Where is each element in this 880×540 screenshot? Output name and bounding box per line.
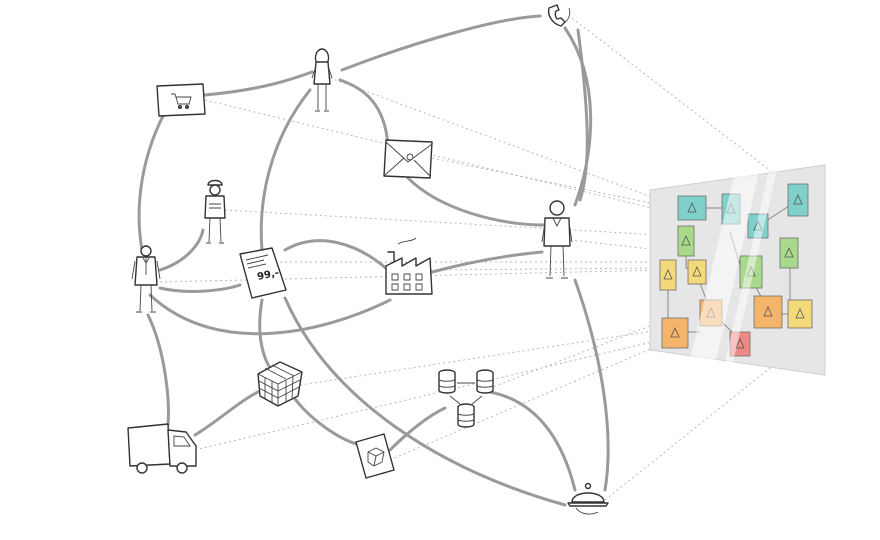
factory-icon <box>385 237 433 295</box>
person-icon <box>311 48 333 112</box>
dashboard-tile-glyph-icon <box>795 308 805 319</box>
database-network-icon <box>438 369 494 428</box>
dashboard-tile-glyph-icon <box>670 327 680 338</box>
telephone-icon <box>547 4 571 27</box>
price-flyer-icon: 99,- <box>239 247 287 299</box>
dashboard-tile-orange <box>661 317 689 349</box>
worker-icon <box>204 179 226 244</box>
connection-curves <box>137 14 610 507</box>
brochure-icon <box>355 433 395 479</box>
dashboard-tile-green <box>779 237 799 269</box>
dashboard-tile-teal <box>677 195 707 221</box>
database-left-icon <box>438 369 456 394</box>
dashboard-tiles <box>659 183 813 357</box>
dashboard-tile-glyph-icon <box>663 269 673 280</box>
screen-sheen <box>690 168 760 365</box>
delivery-truck-icon <box>127 423 197 474</box>
database-bottom-icon <box>457 403 475 428</box>
dashboard-tile-teal <box>787 183 809 217</box>
dashboard-tile-yellow <box>687 259 707 285</box>
businessman-icon <box>131 245 161 313</box>
dashboard-tile-yellow <box>659 259 677 291</box>
dashboard-tile-glyph-icon <box>687 202 697 213</box>
dashboard-tile-glyph-icon <box>735 338 745 349</box>
dashboard-tile-glyph-icon <box>681 235 691 246</box>
dashboard-tile-orange <box>753 295 783 329</box>
dashboard-tile-green <box>677 225 695 257</box>
screen-sheen-thin <box>724 165 778 367</box>
price-tag-label: 99,- <box>256 268 280 283</box>
puzzle-cube-icon <box>257 361 303 407</box>
dashboard-tile-glyph-icon <box>692 266 702 277</box>
central-person-icon <box>541 200 573 279</box>
envelope-icon <box>383 139 433 179</box>
database-right-icon <box>476 369 494 394</box>
shopping-cart-icon <box>156 83 206 117</box>
dashboard-tile-glyph-icon <box>763 306 773 317</box>
dashboard-tile-glyph-icon <box>793 194 803 205</box>
service-cloche-icon <box>567 482 609 515</box>
dashboard-tile-yellow <box>787 299 813 329</box>
dashboard-tile-glyph-icon <box>784 247 794 258</box>
dashboard-screen-icon <box>649 164 826 376</box>
